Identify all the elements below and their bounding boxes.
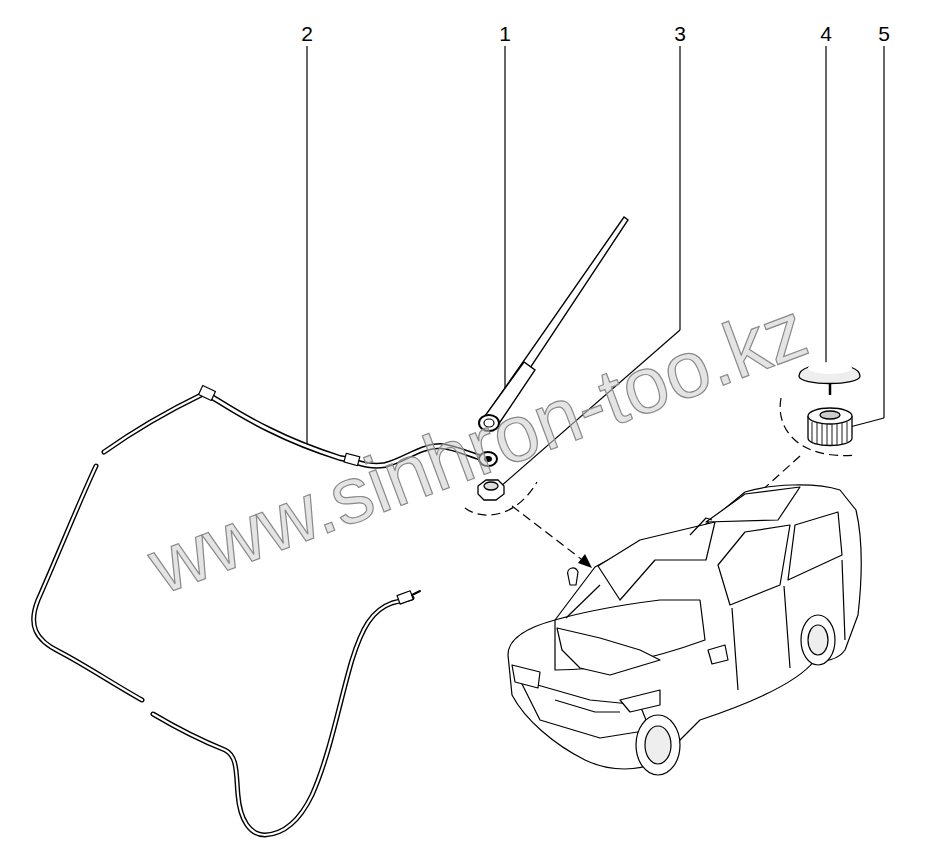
watermark: www.sinhron-too.kz: [139, 289, 817, 607]
leader-line: [306, 46, 307, 447]
callout-number: 2: [299, 23, 315, 44]
leader-line: [504, 46, 505, 410]
leader-line: [679, 46, 680, 330]
leader-line: [825, 46, 826, 366]
car-body: [508, 485, 861, 775]
callout-number: 3: [672, 23, 688, 44]
callout-number: 1: [497, 23, 513, 44]
callout-number: 4: [818, 23, 834, 44]
sleeve: [808, 408, 852, 446]
leader-line: [883, 46, 884, 418]
callout-number: 5: [876, 23, 892, 44]
